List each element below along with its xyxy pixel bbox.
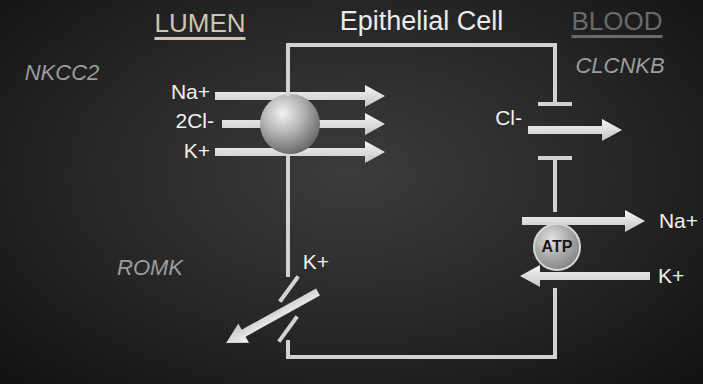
transporter-name: CLCNKB bbox=[575, 53, 664, 78]
cell-heading: Epithelial Cell bbox=[340, 6, 504, 37]
ion-label: K+ bbox=[658, 264, 684, 288]
ion-label: Na+ bbox=[659, 209, 698, 233]
flux-arrow bbox=[528, 119, 622, 141]
ion-label: Cl- bbox=[495, 106, 522, 130]
epithelial-cell: Epithelial CellATP bbox=[288, 45, 555, 357]
ion-label: Na+ bbox=[171, 80, 210, 104]
cell-membrane bbox=[288, 45, 555, 357]
region-label: LUMEN bbox=[154, 9, 245, 39]
ion-label: K+ bbox=[184, 139, 210, 163]
transporter-name: NKCC2 bbox=[25, 60, 100, 85]
pump-circle: ATP bbox=[533, 223, 581, 271]
membrane-line bbox=[280, 45, 570, 357]
ion-label: K+ bbox=[303, 250, 329, 274]
cotransporter-sphere bbox=[260, 94, 320, 154]
region-label: BLOOD bbox=[571, 7, 662, 37]
flux-arrow bbox=[221, 282, 324, 352]
ion-label: 2Cl- bbox=[175, 109, 214, 133]
transporter-name: ROMK bbox=[117, 255, 183, 280]
pump-label: ATP bbox=[542, 238, 573, 256]
flux-arrow bbox=[520, 265, 650, 287]
